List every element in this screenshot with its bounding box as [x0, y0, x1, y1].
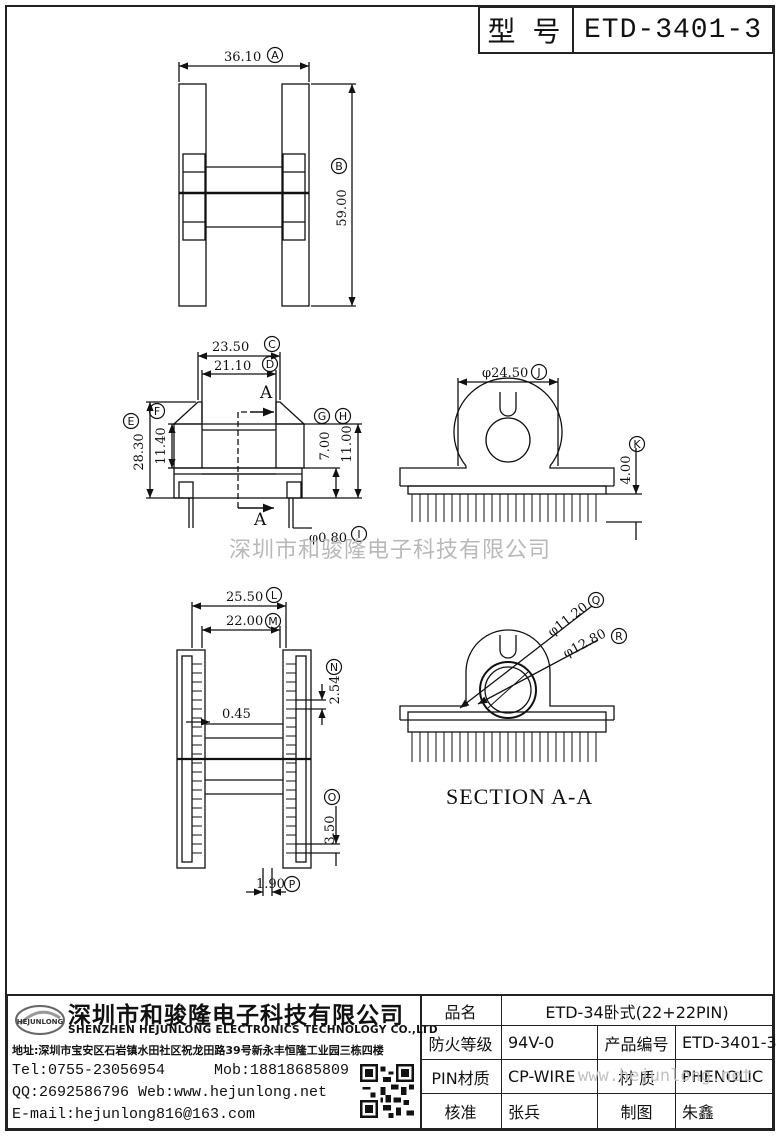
mark-j: J: [530, 363, 548, 381]
front-view: [146, 352, 362, 529]
top-view: [178, 62, 356, 307]
dim-24-50: φ24.50: [482, 366, 528, 381]
company-address: 地址:深圳市宝安区石岩镇水田社区祝龙田路39号新永丰恒隆工业园三栋四楼: [12, 1044, 384, 1057]
mark-m: M: [264, 612, 282, 630]
svg-text:R: R: [615, 630, 623, 643]
dim-0-45: 0.45: [222, 707, 251, 722]
mark-a: A: [266, 46, 284, 64]
dim-2-54: 2.54: [328, 676, 343, 705]
fire-label: 防火等级: [420, 1026, 502, 1060]
section-label: SECTION A-A: [446, 784, 594, 809]
svg-text:I: I: [357, 528, 360, 541]
svg-text:K: K: [633, 438, 641, 451]
svg-text:J: J: [536, 366, 540, 379]
svg-text:G: G: [318, 410, 327, 423]
mark-f: F: [148, 402, 166, 420]
svg-text:B: B: [335, 160, 343, 173]
side-view: [399, 377, 642, 540]
svg-text:M: M: [268, 615, 278, 628]
company-watermark: 深圳市和骏隆电子科技有限公司: [228, 538, 551, 563]
dim-22-00: 22.00: [226, 614, 263, 629]
section-view: [399, 605, 615, 762]
svg-text:O: O: [328, 791, 337, 804]
svg-text:E: E: [128, 415, 135, 428]
svg-text:F: F: [154, 405, 160, 418]
name-label: 品名: [420, 996, 502, 1026]
dim-3-50: 3.50: [323, 816, 338, 845]
company-qq-web: QQ:2692586796 Web:www.hejunlong.net: [12, 1084, 328, 1101]
svg-text:L: L: [271, 589, 278, 602]
mark-p: P: [283, 875, 301, 893]
mark-g: G: [313, 407, 331, 425]
mark-h: H: [334, 407, 352, 425]
model-header: 型 号 ETD-3401-3: [478, 6, 774, 54]
dim-11-40: 11.40: [154, 427, 169, 464]
mark-i: I: [350, 525, 368, 543]
material-label: 材 质: [598, 1060, 676, 1094]
dim-28-30: 28.30: [132, 433, 147, 470]
company-cn-name: 深圳市和骏隆电子科技有限公司: [68, 1002, 404, 1029]
mark-b: B: [330, 157, 348, 175]
svg-text:H: H: [339, 410, 347, 423]
check-value: 张兵: [502, 1094, 598, 1128]
mark-d: D: [261, 355, 279, 373]
model-value: ETD-3401-3: [583, 14, 763, 46]
dim-11-20: φ11.20: [545, 600, 591, 640]
mark-e: E: [122, 412, 140, 430]
mark-c: C: [263, 335, 281, 353]
svg-text:D: D: [266, 358, 274, 371]
check-label: 核准: [420, 1094, 502, 1128]
drawing-border: [5, 5, 775, 1131]
dim-21-10: 21.10: [214, 359, 251, 374]
code-value: ETD-3401-3: [676, 1026, 777, 1060]
company-mob: Mob:18818685809: [214, 1062, 350, 1079]
dim-4-00: 4.00: [619, 456, 634, 485]
dim-23-50: 23.50: [212, 340, 249, 355]
dim-12-80: φ12.80: [561, 627, 609, 662]
pin-value: CP-WIRE: [502, 1060, 598, 1094]
mark-r: R: [610, 627, 628, 645]
dim-11-00: 11.00: [340, 425, 355, 462]
mark-k: K: [628, 435, 646, 453]
svg-text:P: P: [289, 878, 296, 891]
company-logo: HEJUNLONG: [15, 1005, 65, 1035]
name-value: ETD-34卧式(22+22PIN): [502, 996, 772, 1026]
draw-value: 朱鑫: [682, 1103, 715, 1122]
dim-pin-dia: φ0.80: [309, 531, 347, 546]
dim-7-00: 7.00: [318, 432, 333, 461]
company-email: E-mail:hejunlong816@163.com: [12, 1106, 256, 1123]
section-letter-bottom: A: [253, 510, 267, 530]
spec-table: 品名 ETD-34卧式(22+22PIN) 防火等级 94V-0 产品编号 ET…: [420, 996, 777, 1128]
pin-label: PIN材质: [420, 1060, 502, 1094]
dim-59-00: 59.00: [335, 189, 350, 226]
company-en-name: SHENZHEN HEJUNLONG ELECTRONICS TECHNOLOG…: [68, 1024, 438, 1036]
svg-text:N: N: [330, 661, 338, 674]
dim-36-10: 36.10: [224, 50, 261, 65]
qr-code-icon: [360, 1064, 414, 1118]
svg-text:HEJUNLONG: HEJUNLONG: [17, 1018, 64, 1026]
svg-text:A: A: [271, 49, 279, 62]
bottom-view: [176, 602, 340, 896]
mark-o: O: [323, 788, 341, 806]
mark-q: Q: [587, 591, 605, 609]
code-label: 产品编号: [598, 1026, 676, 1060]
fire-value: 94V-0: [502, 1026, 598, 1060]
dim-1-90: 1.90: [256, 877, 285, 892]
section-letter-top: A: [259, 383, 273, 403]
material-value: PHENOLIC: [676, 1060, 772, 1094]
dim-25-50: 25.50: [226, 590, 263, 605]
mark-l: L: [265, 586, 283, 604]
title-block: HEJUNLONG 深圳市和骏隆电子科技有限公司 SHENZHEN HEJUNL…: [6, 994, 777, 1130]
svg-text:Q: Q: [592, 594, 601, 607]
draw-label: 制图: [598, 1094, 676, 1128]
svg-text:C: C: [268, 338, 276, 351]
company-info: HEJUNLONG 深圳市和骏隆电子科技有限公司 SHENZHEN HEJUNL…: [8, 996, 438, 1128]
company-tel: Tel:0755-23056954: [12, 1062, 166, 1079]
model-label: 型 号: [480, 8, 574, 52]
mark-n: N: [325, 658, 343, 676]
url-watermark: www.hejunlong.net: [578, 1066, 752, 1086]
